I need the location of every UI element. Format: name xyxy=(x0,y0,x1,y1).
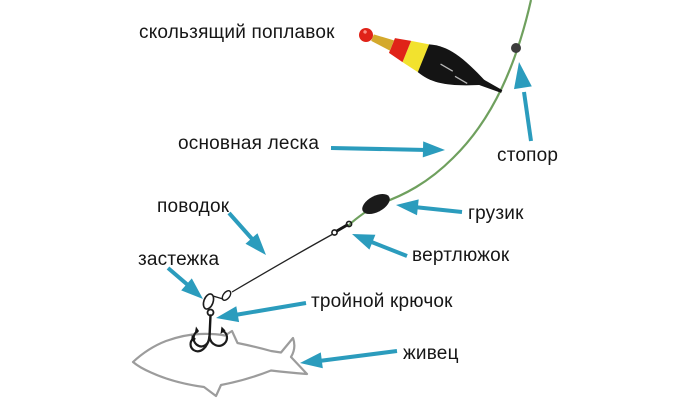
main-line-arrow xyxy=(330,141,445,158)
sliding-float xyxy=(359,28,503,93)
stopper-label: стопор xyxy=(497,145,559,166)
float-highlight xyxy=(440,63,468,85)
treble-hook-label: тройной крючок xyxy=(311,291,453,312)
main-line xyxy=(347,0,533,227)
float-stem xyxy=(371,34,395,51)
main-line-label: основная леска xyxy=(178,133,320,154)
float-top-ball xyxy=(359,28,373,42)
float-body xyxy=(416,44,486,86)
swivel-arrow xyxy=(352,234,408,258)
treble-hook-arrow xyxy=(216,301,307,323)
float-yellow-band xyxy=(402,40,430,73)
float-red-band xyxy=(388,38,412,63)
sinker-label: грузик xyxy=(468,203,524,224)
swivel-label: вертлюжок xyxy=(412,245,510,266)
clasp-label: застежка xyxy=(138,249,220,270)
clasp-link xyxy=(212,295,224,300)
sliding-float-label: скользящий поплавок xyxy=(139,22,335,43)
sinker-bead xyxy=(362,194,390,214)
float-ball-highlight xyxy=(363,30,367,34)
stopper-arrow xyxy=(514,62,533,142)
leader-eye-bead xyxy=(221,290,232,301)
snap-clasp xyxy=(202,293,215,310)
stopper-bead xyxy=(511,43,521,53)
live-bait-label: живец xyxy=(403,343,459,364)
treble-hook xyxy=(189,308,229,353)
baitfish-outline xyxy=(131,329,309,398)
leader-line xyxy=(231,233,334,293)
live-bait-arrow xyxy=(300,349,398,369)
leader-label: поводок xyxy=(157,196,230,217)
clasp-arrow xyxy=(166,266,203,299)
swivel xyxy=(331,220,353,236)
sinker-arrow xyxy=(396,199,463,216)
float-antenna xyxy=(479,78,503,93)
leader-arrow xyxy=(227,211,266,255)
